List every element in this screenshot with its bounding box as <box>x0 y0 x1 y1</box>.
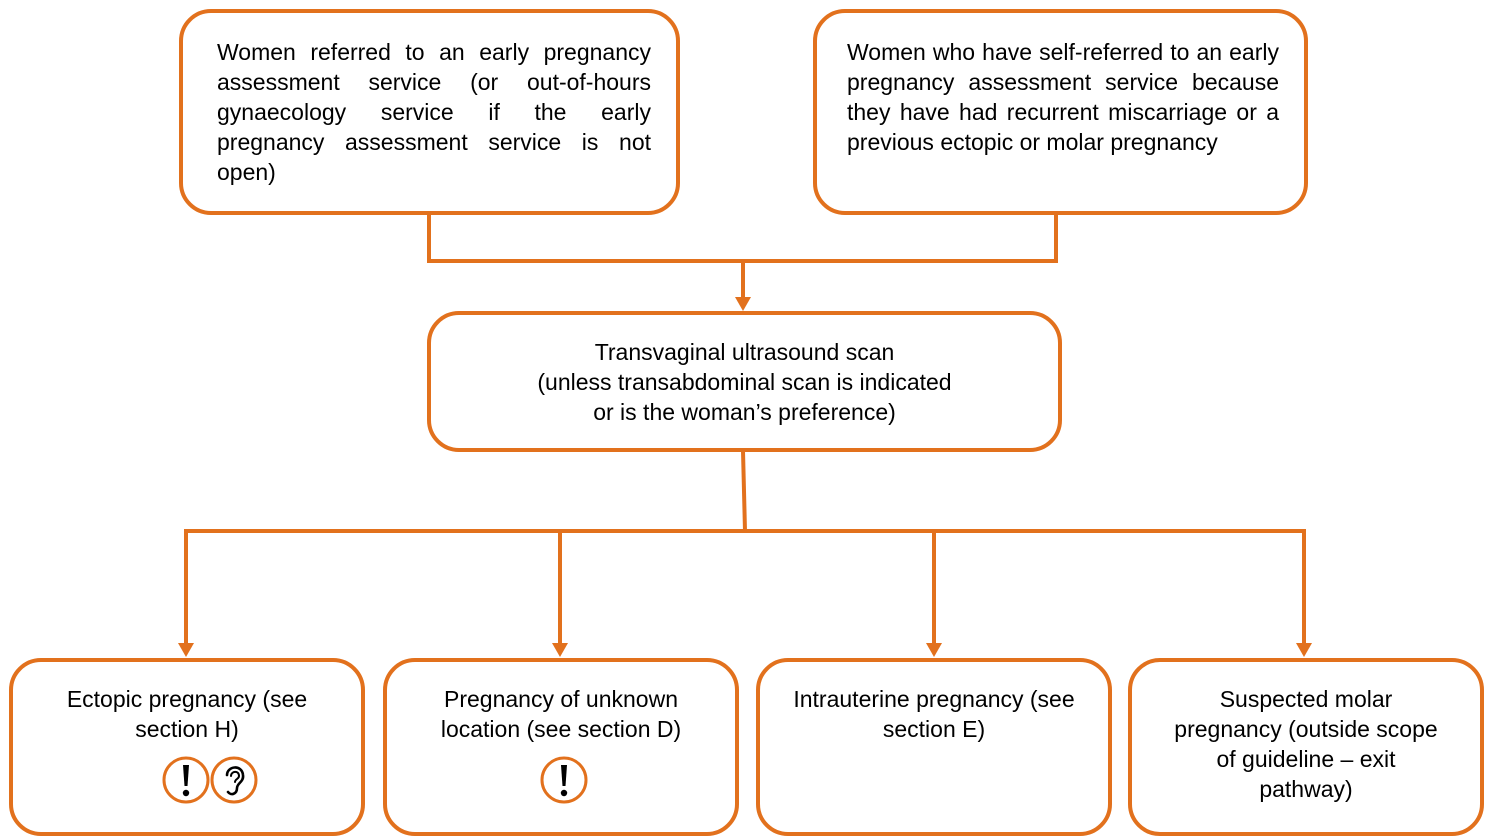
arrowhead-iup <box>926 643 942 657</box>
referred-women-box: Women referred to an early pregnancy ass… <box>179 9 680 215</box>
self-referred-women-text: Women who have self-referred to an early… <box>847 39 1279 155</box>
ear-icon <box>210 756 258 804</box>
ultrasound-scan-box: Transvaginal ultrasound scan (unless tra… <box>427 311 1062 452</box>
referred-women-text: Women referred to an early pregnancy ass… <box>217 39 651 185</box>
arrowhead-pul <box>552 643 568 657</box>
arrowhead-ectopic <box>178 643 194 657</box>
exclamation-icon <box>540 756 588 804</box>
outcome-molar-text: Suspected molar pregnancy (outside scope… <box>1174 686 1438 802</box>
arrowhead-scan <box>735 297 751 311</box>
outcome-ectopic-box: Ectopic pregnancy (see section H) <box>9 658 365 836</box>
outcome-iup-text: Intrauterine pregnancy (see section E) <box>793 686 1075 742</box>
ultrasound-scan-note: (unless transabdominal scan is indicated… <box>537 369 952 425</box>
outcome-pul-box: Pregnancy of unknown location (see secti… <box>383 658 739 836</box>
outcome-ectopic-text: Ectopic pregnancy (see section H) <box>66 686 308 742</box>
outcome-molar-box: Suspected molar pregnancy (outside scope… <box>1128 658 1484 836</box>
arrowhead-molar <box>1296 643 1312 657</box>
exclamation-icon <box>162 756 210 804</box>
connector-scan-down <box>741 450 747 532</box>
self-referred-women-box: Women who have self-referred to an early… <box>813 9 1308 215</box>
outcome-pul-text: Pregnancy of unknown location (see secti… <box>440 686 682 742</box>
outcome-iup-box: Intrauterine pregnancy (see section E) <box>756 658 1112 836</box>
ultrasound-scan-title: Transvaginal ultrasound scan <box>594 339 895 365</box>
